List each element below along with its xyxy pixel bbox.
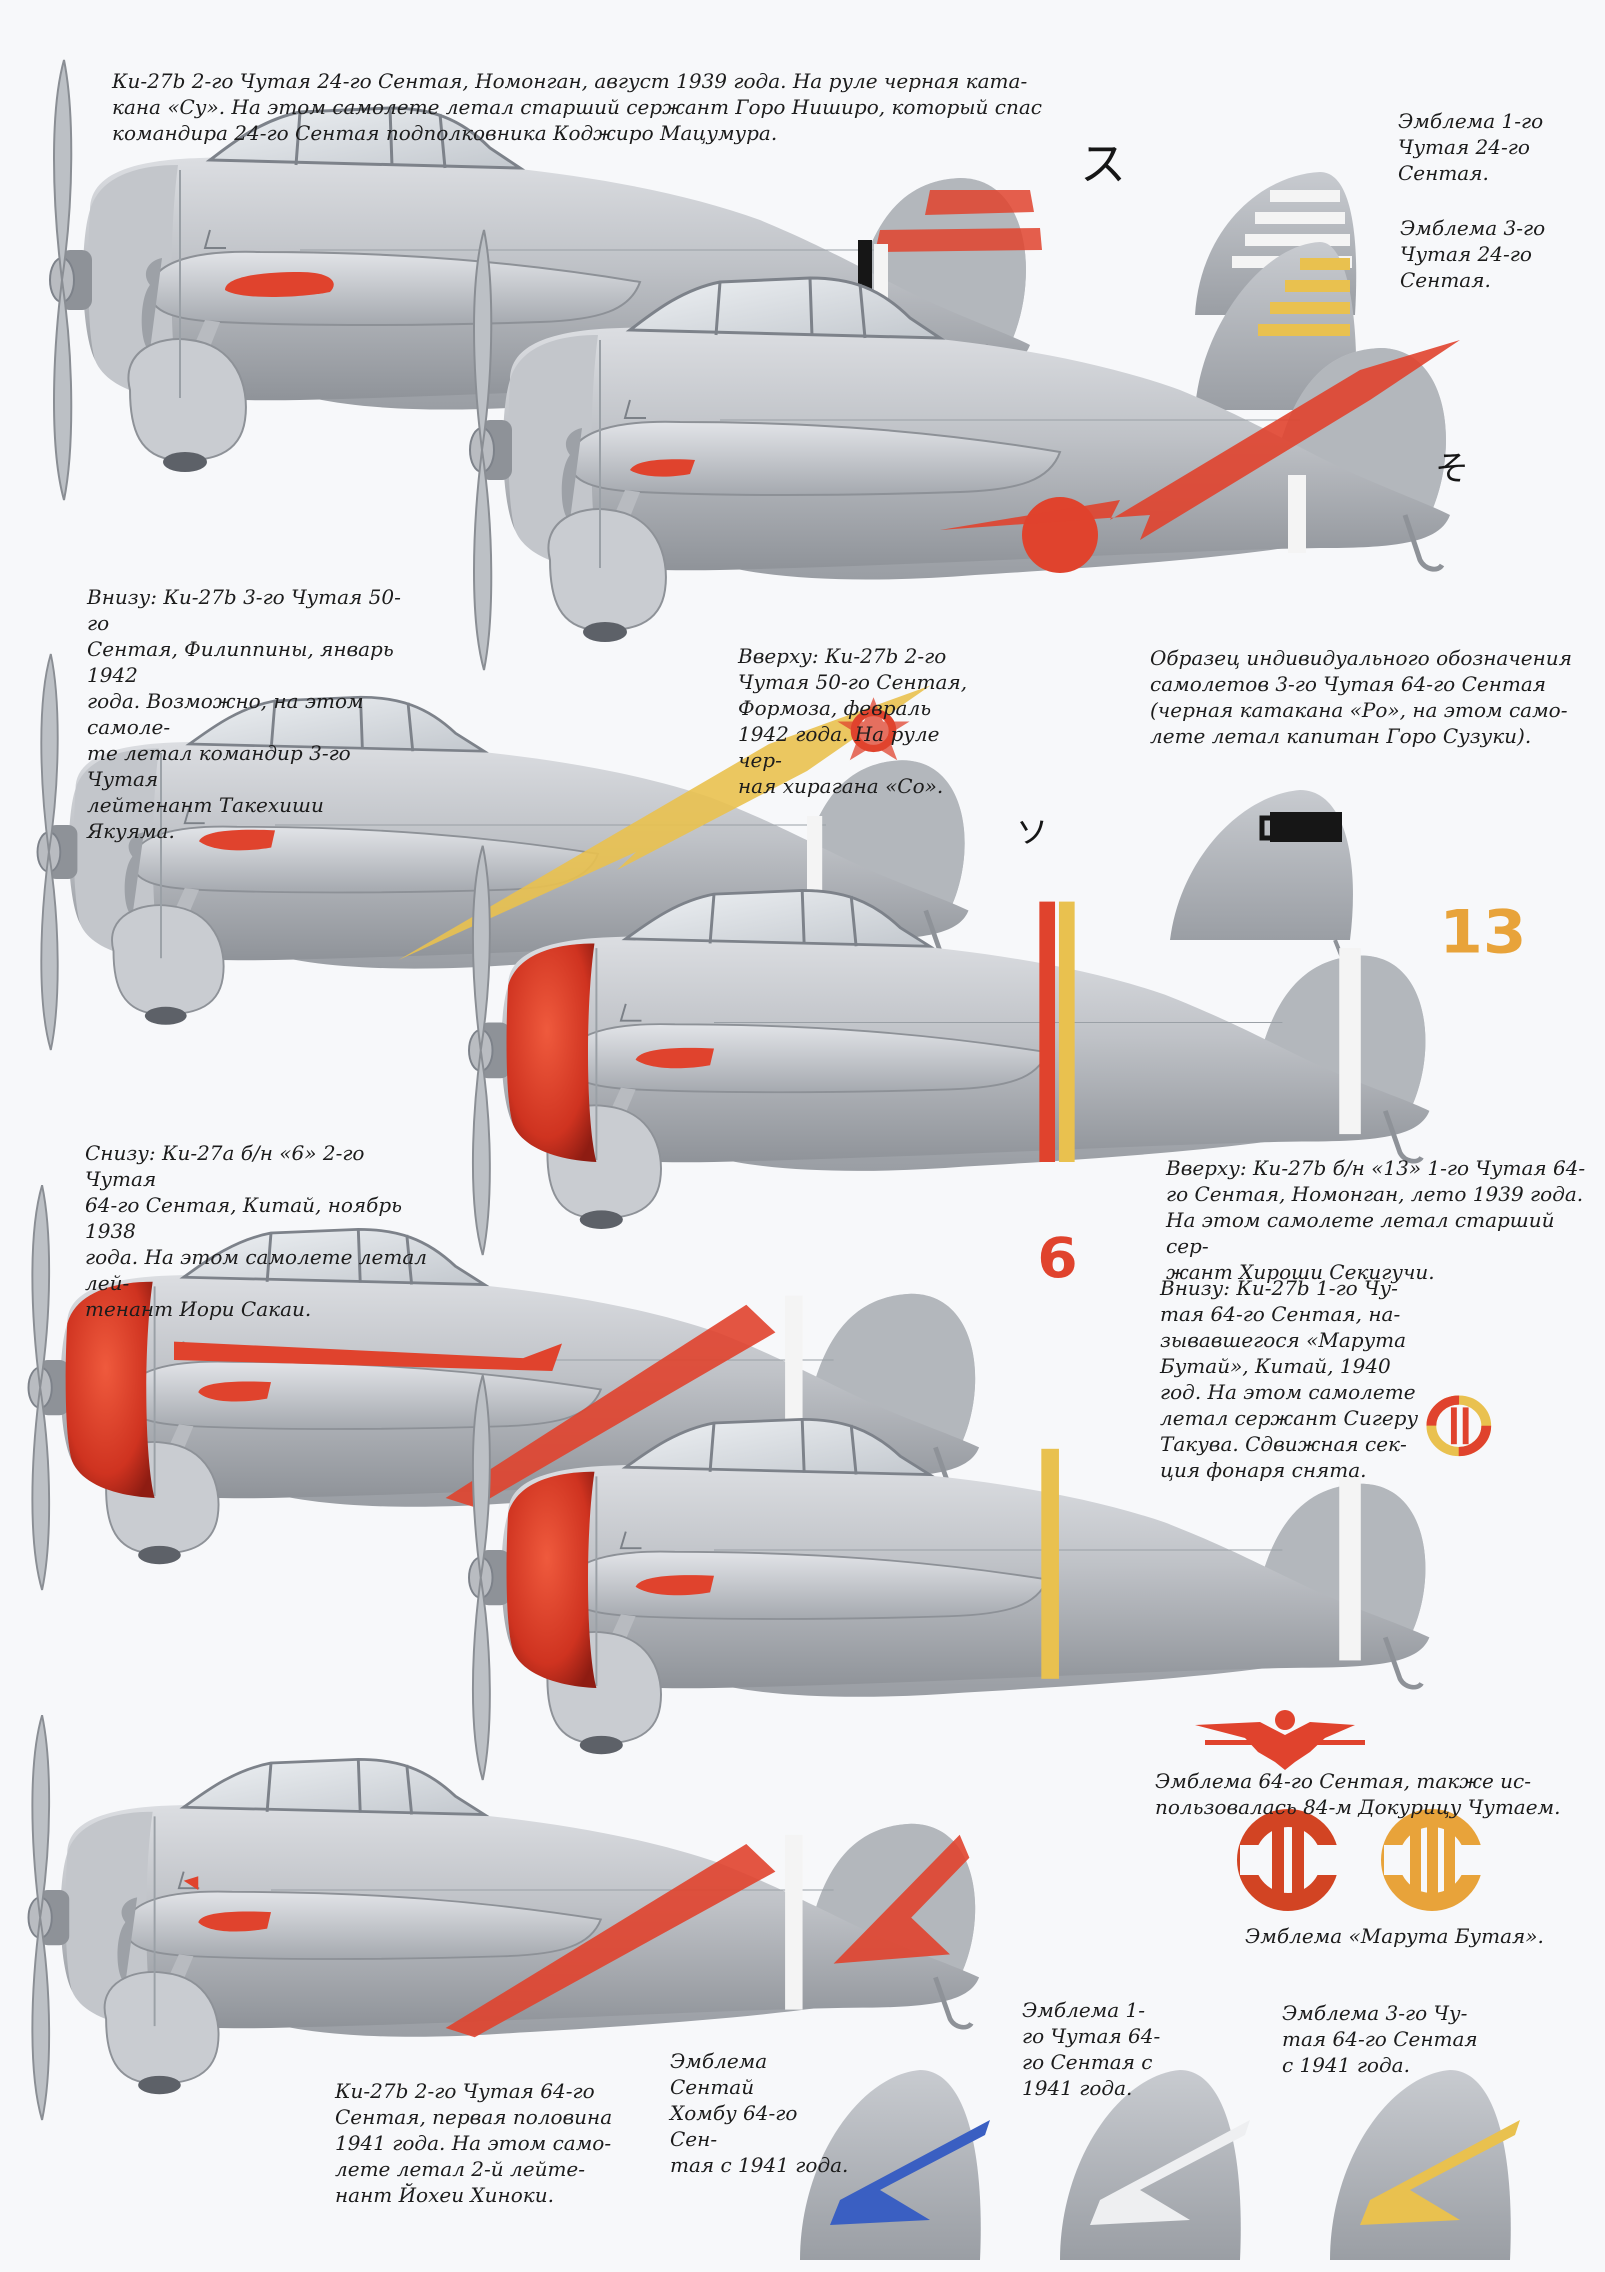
caption-emblem-1-chutai: Эмблема 1- го Чутая 64- го Сентая с 1941… (1022, 1998, 1161, 2100)
caption-emblem-1: Эмблема 1-го Чутая 24-го Сентая. (1398, 109, 1544, 185)
emblem-tail-hombu (800, 2070, 990, 2260)
caption-emblem-64: Эмблема 64-го Сентая, также ис- пользова… (1155, 1769, 1561, 1819)
emblem-maruta-2 (1381, 1809, 1484, 1911)
emblem-64-eagle (1195, 1710, 1365, 1770)
caption-emblem-hombu: Эмблема Сентай Хомбу 64-го Сен- тая с 19… (670, 2049, 849, 2177)
caption-plane-4: Вверху: Ки-27b б/н «13» 1-го Чутая 64- г… (1166, 1156, 1586, 1284)
emblem-tail-3-chutai (1330, 2070, 1520, 2260)
caption-plane-2: Внизу: Ки-27b 3-го Чутая 50-го Сентая, Ф… (87, 585, 401, 843)
caption-plane-7: Ки-27b 2-го Чутая 64-го Сентая, первая п… (335, 2079, 613, 2207)
emblem-tail-2 (1195, 242, 1357, 410)
emblem-maruta-1 (1237, 1809, 1340, 1911)
emblem-tail-1-chutai (1060, 2070, 1250, 2260)
caption-emblem-maruta: Эмблема «Марута Бутая». (1245, 1924, 1544, 1948)
plane-2: そ (470, 230, 1469, 670)
caption-plane-1: Ки-27b 2-го Чутая 24-го Сентая, Номонган… (112, 69, 1042, 145)
emblem-tail-3 (1170, 790, 1353, 966)
tail-marking-2: そ (1435, 449, 1469, 489)
caption-emblem-3: Образец индивидуального обозначения само… (1150, 646, 1572, 748)
caption-plane-5: Снизу: Ки-27а б/н «6» 2-го Чутая 64-го С… (85, 1141, 428, 1321)
plane-6 (469, 1375, 1492, 1780)
plane-5: 6 (29, 1185, 1078, 1590)
caption-emblem-3-chutai: Эмблема 3-го Чу- тая 64-го Сентая с 1941… (1282, 2001, 1478, 2077)
plane-7 (29, 1715, 980, 2120)
tail-number-4: 13 (1439, 898, 1526, 967)
plane-4: 13 (469, 846, 1526, 1255)
tail-number-5: 6 (1037, 1227, 1077, 1291)
caption-plane-3: Вверху: Ки-27b 2-го Чутая 50-го Сентая, … (738, 644, 968, 798)
caption-plane-6: Внизу: Ки-27b 1-го Чу- тая 64-го Сентая,… (1160, 1276, 1419, 1482)
caption-emblem-2: Эмблема 3-го Чутая 24-го Сентая. (1400, 216, 1546, 292)
tail-marking-3: ソ (1016, 816, 1048, 851)
tail-marking-1: ス (1080, 137, 1126, 191)
